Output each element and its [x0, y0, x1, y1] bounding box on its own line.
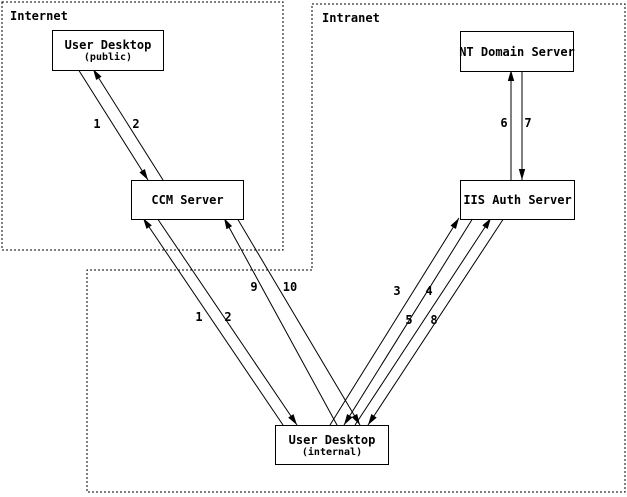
intranet-region-label: Intranet: [322, 11, 380, 25]
arrowhead-icon: [344, 413, 353, 425]
edge-label-6: 6: [500, 116, 507, 130]
node-title: User Desktop: [288, 432, 376, 447]
arrowhead-icon: [351, 413, 360, 425]
edge-line-3: [329, 217, 460, 426]
arrowhead-icon: [368, 414, 377, 425]
edge-label-7: 7: [524, 116, 531, 130]
node-title: CCM Server: [151, 193, 224, 207]
edge-line-10: [236, 217, 361, 426]
internet-region-label: Internet: [10, 9, 68, 23]
edge-line-1: [142, 217, 284, 426]
edge-line-2: [156, 217, 298, 426]
edge-line-1: [77, 68, 149, 181]
intranet-region-border: [86, 3, 626, 493]
internet-region-border: [1, 1, 284, 251]
edge-line-8: [367, 217, 505, 426]
edge-label-2: 2: [224, 310, 231, 324]
edge-line-9: [223, 217, 338, 426]
edge-line-5: [354, 217, 492, 426]
arrowhead-icon: [93, 69, 102, 81]
arrowhead-icon: [143, 218, 152, 229]
node-ccm-server: CCM Server: [131, 180, 244, 220]
edge-line-4: [343, 217, 474, 426]
arrowhead-icon: [139, 168, 148, 180]
edge-label-1: 1: [93, 117, 100, 131]
edge-label-9: 9: [250, 280, 257, 294]
node-nt-domain-server: NT Domain Server: [459, 31, 575, 72]
edge-label-4: 4: [425, 284, 432, 298]
edge-label-1: 1: [195, 310, 202, 324]
node-title: NT Domain Server: [459, 44, 575, 59]
arrowhead-icon: [518, 169, 526, 180]
edge-label-8: 8: [430, 313, 437, 327]
node-user-desktop-public: User Desktop(public): [52, 30, 164, 71]
edge-label-10: 10: [283, 280, 297, 294]
edge-line-2: [92, 68, 164, 181]
node-title: User Desktop: [64, 38, 152, 52]
arrowhead-icon: [288, 414, 297, 425]
node-iis-auth-server: IIS Auth Server: [460, 180, 575, 220]
edge-label-5: 5: [405, 313, 412, 327]
arrowhead-icon: [482, 218, 491, 229]
node-title: IIS Auth Server: [463, 193, 572, 207]
node-subtitle: (public): [83, 52, 133, 63]
arrowhead-icon: [224, 218, 233, 230]
arrowhead-icon: [450, 218, 459, 230]
node-subtitle: (internal): [301, 446, 363, 458]
node-user-desktop-internal: User Desktop(internal): [275, 425, 389, 465]
edge-label-2: 2: [132, 117, 139, 131]
arrowhead-icon: [507, 70, 515, 81]
edge-label-3: 3: [393, 284, 400, 298]
